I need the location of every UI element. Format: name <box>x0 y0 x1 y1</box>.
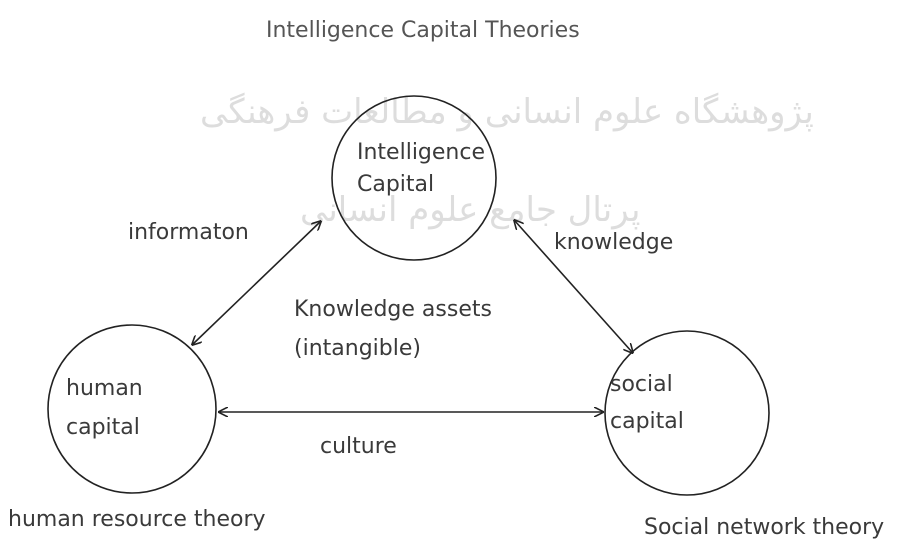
knowledge-arrow <box>515 221 632 352</box>
human-resource-theory-label: human resource theory <box>8 507 266 532</box>
knowledge-assets-label-line2: (intangible) <box>294 336 421 361</box>
social-capital-circle <box>604 330 770 496</box>
information-edge-label: informaton <box>128 220 249 245</box>
social-capital-label-line2: capital <box>610 409 684 434</box>
social-capital-label-line1: social <box>610 372 673 397</box>
knowledge-edge-label: knowledge <box>554 230 674 255</box>
intelligence-capital-label-line2: Capital <box>357 172 435 197</box>
social-network-theory-label: Social network theory <box>644 515 885 540</box>
intelligence-capital-circle <box>331 95 497 261</box>
human-capital-circle <box>47 324 217 494</box>
watermark-line-1: پژوهشگاه علوم انسانی و مطالعات فرهنگی <box>200 92 814 132</box>
culture-edge-label: culture <box>320 434 397 459</box>
human-capital-label-line2: capital <box>66 415 140 440</box>
knowledge-assets-label-line1: Knowledge assets <box>294 297 492 322</box>
diagram-title: Intelligence Capital Theories <box>266 18 580 43</box>
intelligence-capital-label-line1: Intelligence <box>357 140 486 165</box>
information-arrow <box>193 222 320 344</box>
human-capital-label-line1: human <box>66 376 143 401</box>
